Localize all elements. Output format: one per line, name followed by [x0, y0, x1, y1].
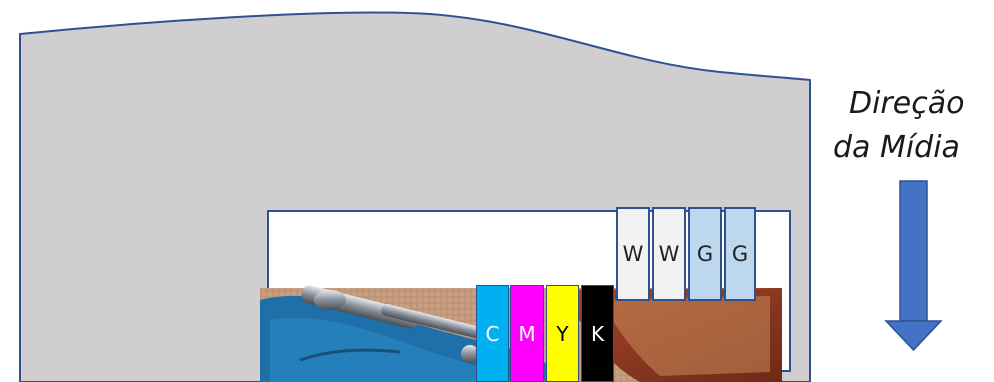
- print-head-yellow: Y: [546, 285, 579, 382]
- print-head-magenta: M: [510, 285, 544, 382]
- print-head-cyan: C: [476, 285, 509, 382]
- direction-label-line2: da Mídia: [833, 130, 960, 165]
- media-direction-arrow: [886, 181, 941, 350]
- print-head-black: K: [581, 285, 614, 382]
- direction-label-line1: Direção: [849, 86, 964, 121]
- print-head-gloss-1: G: [688, 207, 722, 301]
- print-head-white-1: W: [616, 207, 650, 301]
- print-head-white-2: W: [652, 207, 686, 301]
- print-head-gloss-2: G: [724, 207, 756, 301]
